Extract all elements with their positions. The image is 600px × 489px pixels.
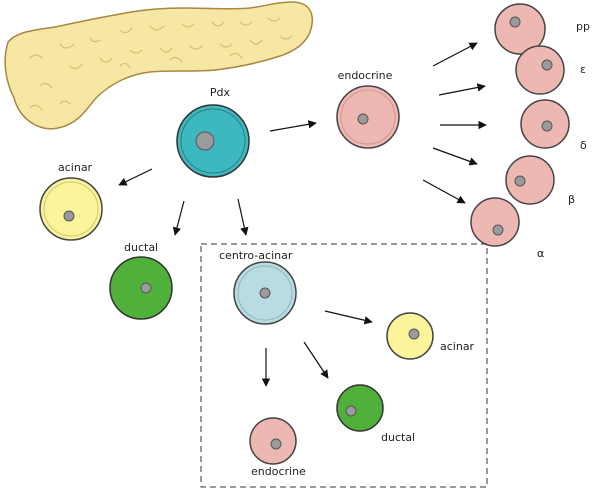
pdx-cell — [176, 104, 250, 178]
beta-label: β — [568, 193, 575, 206]
acinar-cell — [39, 177, 103, 241]
beta-cell — [505, 155, 555, 205]
ductal-label: ductal — [124, 241, 158, 254]
arrow-endocrine-to-pp — [432, 42, 478, 67]
centro-acinar-box — [200, 243, 488, 488]
arrow-centro-acinar-to-ductal — [303, 341, 329, 379]
centro-acinar-label: centro-acinar — [219, 249, 293, 262]
arrow-pdx-to-acinar — [118, 168, 153, 186]
arrow-pdx-to-endocrine — [269, 120, 317, 132]
centro-acinar-acinar-cell — [386, 312, 434, 360]
arrow-pdx-to-centro-acinar — [237, 198, 249, 236]
pancreas-organ-icon — [4, 1, 314, 130]
arrow-pdx-to-ductal — [172, 200, 185, 236]
pp-cell — [494, 3, 546, 55]
centro-acinar-endocrine-cell — [249, 417, 297, 465]
delta-cell — [520, 99, 570, 149]
acinar-label: acinar — [58, 161, 93, 174]
arrow-endocrine-to-alpha — [422, 179, 466, 204]
ductal-cell — [109, 256, 173, 320]
centro-acinar-ductal-cell — [336, 384, 384, 432]
endocrine-label: endocrine — [338, 69, 393, 82]
epsilon-cell — [515, 45, 565, 95]
arrow-endocrine-to-beta — [432, 147, 478, 166]
pdx-label: Pdx — [210, 86, 231, 99]
centro-acinar-endocrine-label: endocrine — [251, 465, 306, 478]
epsilon-label: ε — [580, 63, 586, 76]
endocrine-cell — [336, 85, 400, 149]
centro-acinar-cell — [233, 261, 297, 325]
pp-label: pp — [576, 20, 590, 33]
centro-acinar-ductal-label: ductal — [381, 431, 415, 444]
arrow-centro-acinar-to-acinar — [324, 310, 373, 325]
delta-label: δ — [580, 139, 587, 152]
alpha-cell — [470, 197, 520, 247]
arrow-endocrine-to-epsilon — [438, 83, 486, 96]
centro-acinar-acinar-label: acinar — [440, 340, 475, 353]
alpha-label: α — [537, 247, 544, 260]
